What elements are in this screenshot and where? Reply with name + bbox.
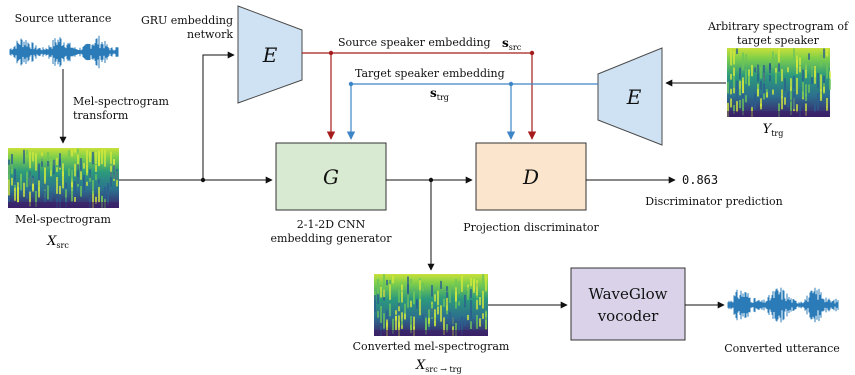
mel-transform-line2: transform xyxy=(73,109,129,122)
target-spectrogram xyxy=(727,48,831,117)
junction-source-emb-d xyxy=(529,50,535,56)
converted-waveform xyxy=(727,287,839,323)
arrow-mel-to-encoder xyxy=(202,51,235,180)
prediction-value: 0.863 xyxy=(682,173,718,187)
target-title-line1: Arbitrary spectrogram of xyxy=(707,20,849,33)
generator-box xyxy=(275,142,387,211)
discriminator-box xyxy=(475,142,587,211)
source-embedding-label: Source speaker embedding xyxy=(338,36,491,49)
prediction-label: Discriminator prediction xyxy=(645,195,782,208)
x-src-trg-label: Xsrc → trg xyxy=(415,358,462,374)
converted-mel-label: Converted mel-spectrogram xyxy=(353,340,510,353)
source-utterance-title: Source utterance xyxy=(15,12,112,25)
s-src-label: ssrc xyxy=(502,36,522,52)
y-trg-label: Ytrg xyxy=(763,122,784,138)
mel-spectrogram-source xyxy=(8,148,119,208)
junction-mel xyxy=(200,177,206,183)
gru-label-line1: GRU embedding xyxy=(141,14,233,27)
vocoder-label-line2: vocoder xyxy=(597,307,659,325)
discriminator-label: Projection discriminator xyxy=(463,221,599,234)
junction-source-emb xyxy=(328,50,334,56)
converted-utterance-label: Converted utterance xyxy=(724,342,840,355)
converted-mel-spectrogram xyxy=(374,274,488,336)
discriminator-symbol: D xyxy=(522,165,539,189)
generator-symbol: G xyxy=(323,165,339,189)
encoder-target xyxy=(597,47,663,146)
s-trg-label: strg xyxy=(430,86,449,102)
mel-transform-line1: Mel-spectrogram xyxy=(73,95,170,108)
junction-target-emb-d xyxy=(508,81,514,87)
gru-label-line2: network xyxy=(187,28,233,41)
target-embedding-label: Target speaker embedding xyxy=(355,67,505,80)
encoder-source-symbol: E xyxy=(262,43,278,67)
encoder-target-symbol: E xyxy=(626,85,642,109)
mel-spectrogram-label: Mel-spectrogram xyxy=(15,213,112,226)
junction-target-emb xyxy=(348,81,354,87)
vocoder-label-line1: WaveGlow xyxy=(588,285,667,303)
target-title-line2: target speaker xyxy=(737,34,820,47)
vocoder-box xyxy=(570,267,686,341)
generator-label-line2: embedding generator xyxy=(271,232,393,245)
x-src-label: Xsrc xyxy=(46,234,69,250)
encoder-source xyxy=(237,5,303,104)
generator-label-line1: 2-1-2D CNN xyxy=(297,218,366,231)
source-waveform xyxy=(9,35,119,69)
